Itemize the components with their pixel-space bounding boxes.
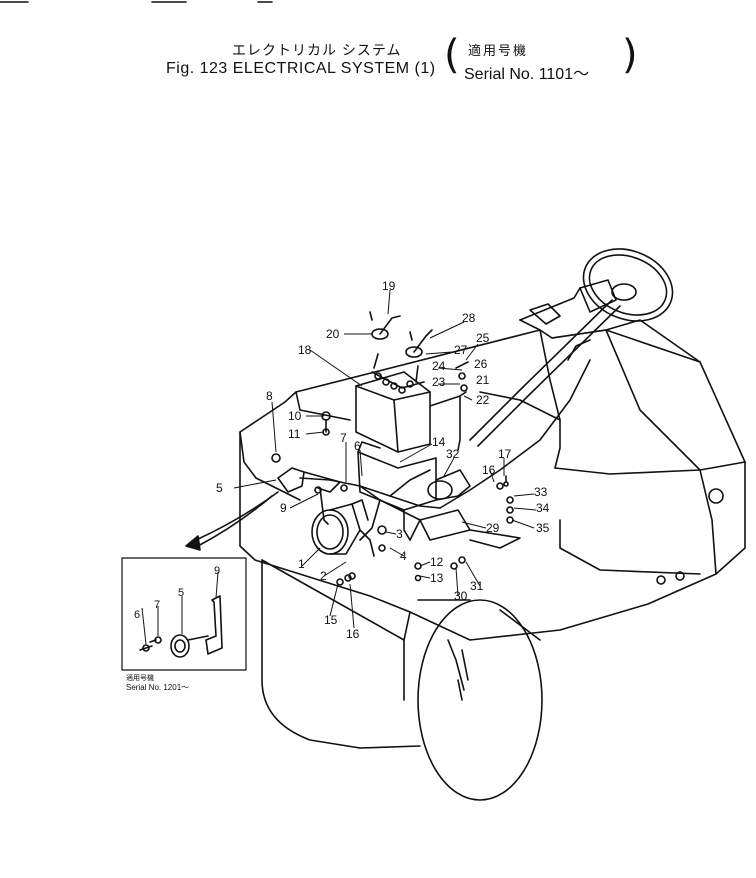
callout-23: 23 [432, 375, 446, 389]
roller-machine-body [239, 279, 746, 641]
callout-22: 22 [476, 393, 490, 407]
callout-15: 15 [324, 613, 338, 627]
callout-6: 6 [354, 439, 361, 453]
callout-17: 17 [498, 447, 512, 461]
inset-serial-japanese: 適用号機 [126, 673, 154, 682]
inset-box [121, 557, 247, 671]
callout-30: 30 [454, 589, 468, 603]
inset-callout-7: 7 [154, 599, 160, 611]
battery-holddown [429, 361, 469, 451]
callout-4: 4 [400, 549, 407, 563]
callout-labels: 19 28 20 25 18 27 24 26 23 21 22 8 10 11… [126, 279, 550, 692]
battery-tray [357, 441, 521, 549]
battery [355, 311, 433, 453]
callout-16-b: 16 [346, 627, 360, 641]
callout-24: 24 [432, 359, 446, 373]
callout-26: 26 [474, 357, 488, 371]
callout-11: 11 [288, 427, 301, 441]
callout-16: 16 [482, 463, 496, 477]
callout-1: 1 [298, 557, 305, 571]
leader-lines [141, 289, 537, 645]
inset-callout-6: 6 [134, 609, 140, 621]
inset-callout-9: 9 [214, 565, 220, 577]
callout-19: 19 [382, 279, 396, 293]
callout-3: 3 [396, 527, 403, 541]
callout-14: 14 [432, 435, 446, 449]
figure-title-japanese: エレクトリカル システム [232, 42, 402, 58]
inset-pointer-arrow [185, 491, 279, 551]
callout-28: 28 [462, 311, 476, 325]
callout-12: 12 [430, 555, 444, 569]
fasteners [321, 411, 514, 586]
callout-20: 20 [326, 327, 340, 341]
work-lamp [311, 499, 375, 557]
inset-serial-number: Serial No. 1201～ [126, 683, 189, 692]
callout-35: 35 [536, 521, 550, 535]
callout-13: 13 [430, 571, 444, 585]
callout-5: 5 [216, 481, 223, 495]
roller-drum [261, 559, 543, 801]
serial-label-japanese: 適用号機 [468, 43, 529, 58]
inset-callout-5: 5 [178, 587, 184, 599]
callout-33: 33 [534, 485, 548, 499]
steering-wheel [469, 248, 674, 447]
callout-2: 2 [320, 569, 327, 583]
serial-number: Serial No. 1101～ [464, 66, 590, 83]
callout-21: 21 [476, 373, 490, 387]
callout-27: 27 [454, 343, 468, 357]
callout-7: 7 [340, 431, 347, 445]
callout-34: 34 [536, 501, 550, 515]
wiring-harness [299, 359, 591, 541]
callout-10: 10 [288, 409, 302, 423]
callout-25: 25 [476, 331, 490, 345]
callout-31: 31 [470, 579, 484, 593]
callout-8: 8 [266, 389, 273, 403]
figure-title: Fig. 123 ELECTRICAL SYSTEM (1) [166, 60, 436, 77]
callout-9: 9 [280, 501, 287, 515]
callout-18: 18 [298, 343, 312, 357]
serial-bracket-left: ( [444, 32, 460, 78]
serial-bracket-right: ) [622, 32, 638, 78]
callout-32: 32 [446, 447, 460, 461]
callout-29: 29 [486, 521, 500, 535]
